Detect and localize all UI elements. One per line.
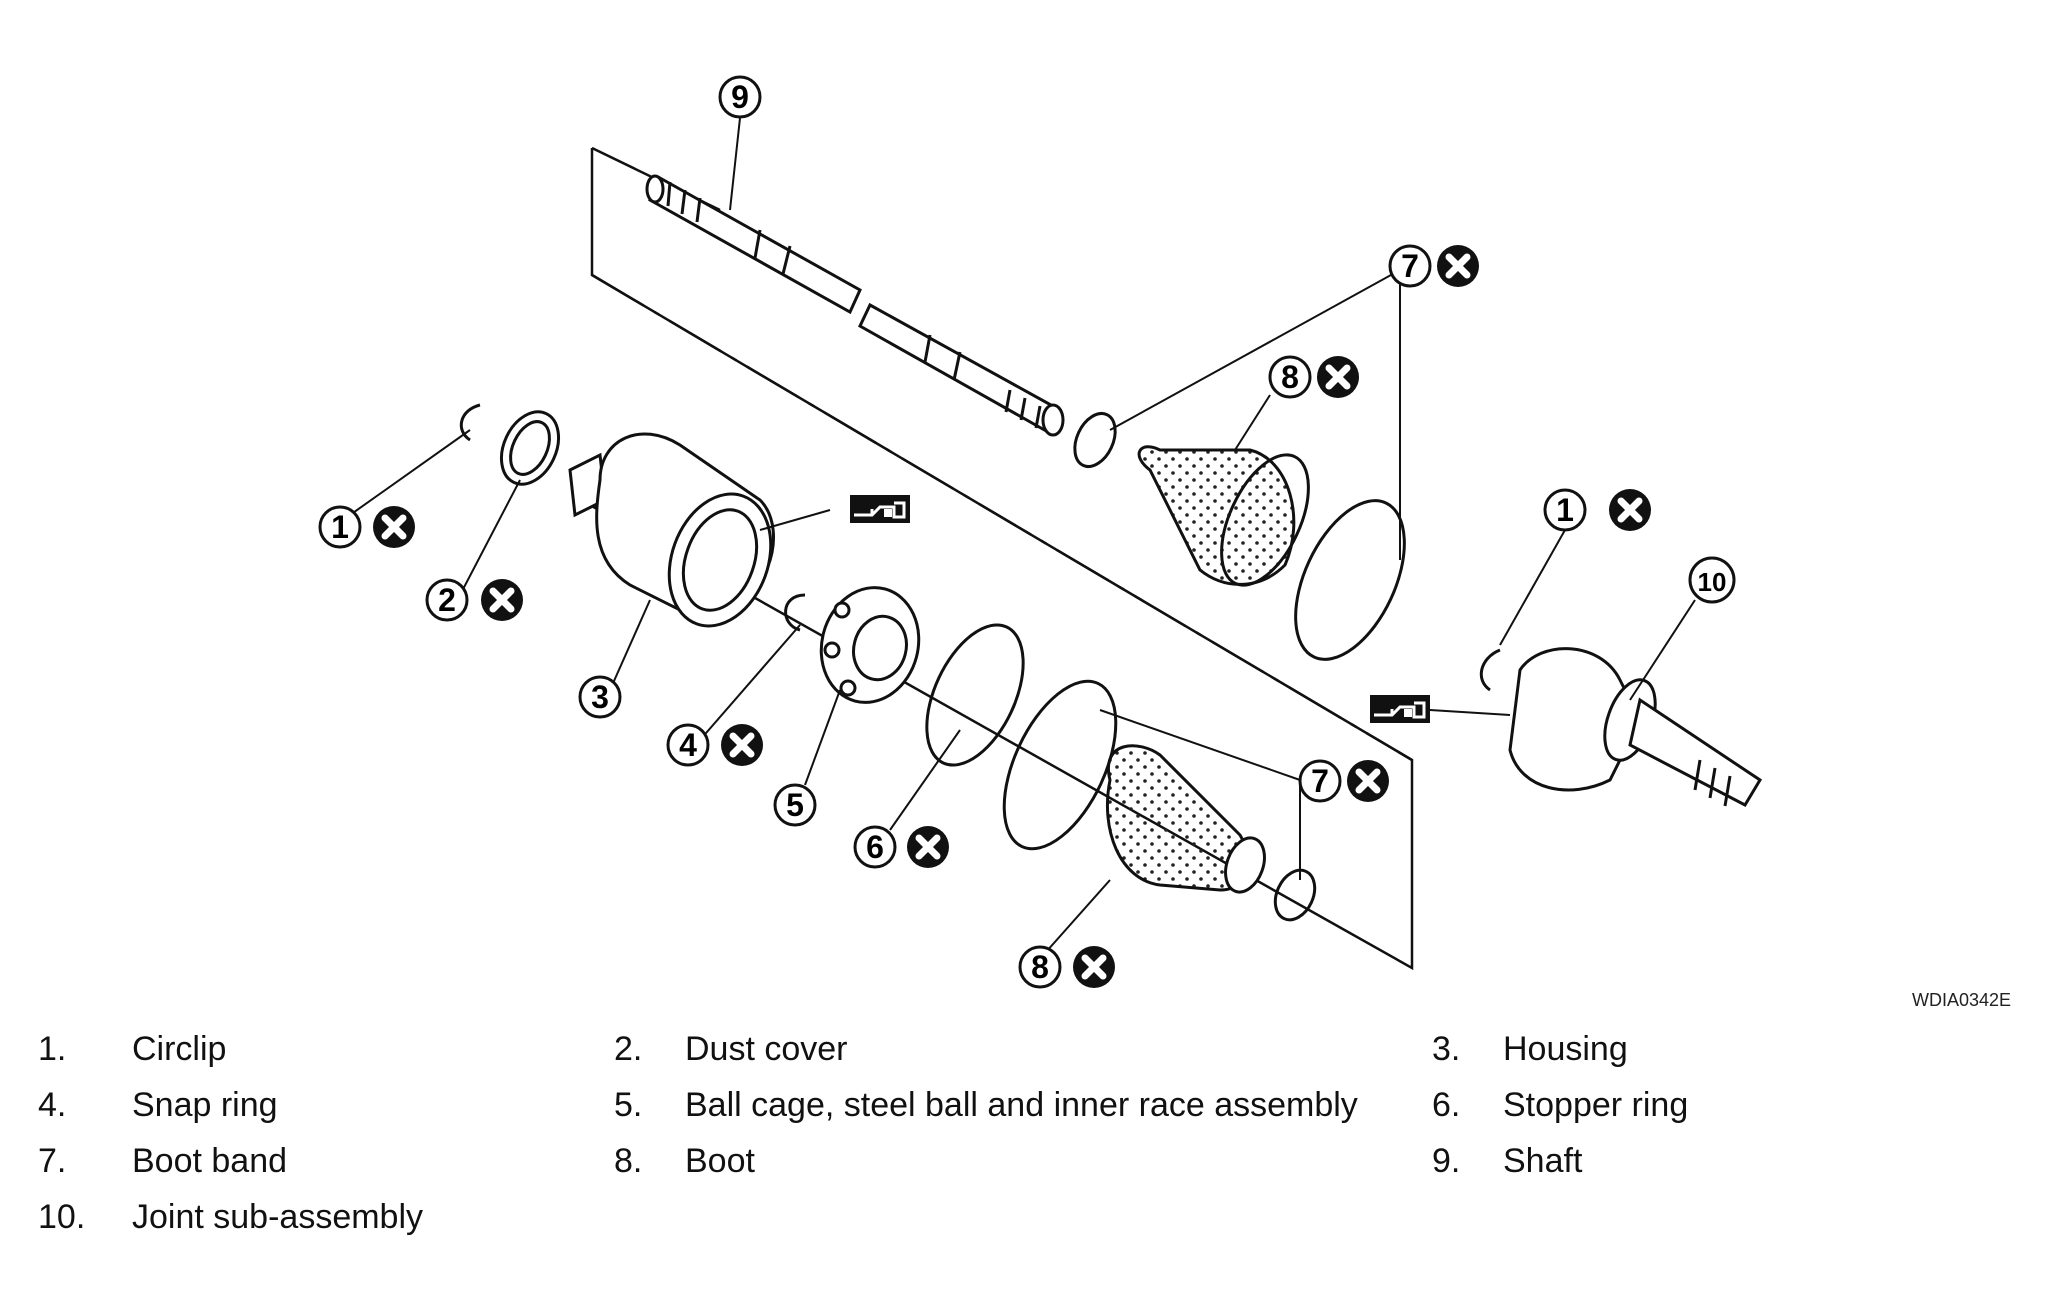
callout-9: 9 [718, 75, 762, 119]
callout-7-upper: 7 [1388, 245, 1479, 287]
grease-gun-icon [1370, 695, 1430, 723]
joint-sub-assembly [1508, 647, 1763, 807]
legend-label: Boot [685, 1142, 755, 1180]
legend-number: 10. [38, 1198, 86, 1236]
legend-number: 8. [614, 1142, 643, 1180]
boot-band-lower-large [1002, 679, 1118, 851]
callout-3: 3 [578, 675, 622, 719]
stopper-ring [925, 623, 1025, 767]
legend-label: Circlip [132, 1030, 227, 1068]
legend-number: 3. [1432, 1030, 1461, 1068]
legend-number: 2. [614, 1030, 643, 1068]
legend-row: 4. Snap ring 5. Ball cage, steel ball an… [0, 1086, 2054, 1136]
legend-number: 4. [38, 1086, 67, 1124]
boot-band-lower-small [1273, 868, 1317, 922]
legend-row: 1. Circlip 2. Dust cover 3. Housing [0, 1030, 2054, 1080]
svg-text:7: 7 [1401, 248, 1419, 284]
svg-text:5: 5 [786, 787, 804, 823]
callout-5: 5 [773, 783, 817, 827]
svg-text:8: 8 [1281, 359, 1299, 395]
legend-number: 6. [1432, 1086, 1461, 1124]
x-circle-icon [481, 579, 523, 621]
svg-text:4: 4 [679, 727, 697, 763]
svg-text:8: 8 [1031, 949, 1049, 985]
parts-legend: 1. Circlip 2. Dust cover 3. Housing 4. S… [0, 1030, 2054, 1290]
boot-band-upper-large [1294, 499, 1406, 661]
x-circle-icon [721, 724, 763, 766]
callout-2: 2 [425, 579, 523, 621]
legend-label: Dust cover [685, 1030, 848, 1068]
svg-text:10: 10 [1698, 567, 1727, 597]
legend-label: Ball cage, steel ball and inner race ass… [685, 1086, 1358, 1124]
legend-label: Shaft [1503, 1142, 1583, 1180]
snap-ring [784, 593, 806, 632]
grease-gun-icon [850, 495, 910, 523]
x-circle-icon [1347, 760, 1389, 802]
circlip-left [459, 403, 481, 442]
legend-number: 1. [38, 1030, 67, 1068]
callout-1-left: 1 [318, 506, 415, 548]
boot-upper [1137, 445, 1310, 587]
housing [568, 432, 775, 628]
ball-cage-assembly [819, 586, 921, 704]
callout-8-upper: 8 [1268, 356, 1359, 398]
callout-7-lower: 7 [1298, 760, 1389, 802]
dust-cover [499, 410, 561, 486]
svg-text:1: 1 [1556, 492, 1574, 528]
callout-6: 6 [853, 826, 949, 868]
leader-lines [349, 117, 1696, 971]
legend-label: Stopper ring [1503, 1086, 1689, 1124]
exploded-driveshaft-diagram: 9 7 8 1 2 3 4 5 6 7 [318, 75, 1763, 1000]
svg-text:9: 9 [731, 79, 749, 115]
x-circle-icon [1073, 946, 1115, 988]
legend-row: 7. Boot band 8. Boot 9. Shaft [0, 1142, 2054, 1192]
legend-number: 5. [614, 1086, 643, 1124]
legend-label: Housing [1503, 1030, 1628, 1068]
boot-lower [1105, 744, 1266, 894]
x-circle-icon [373, 506, 415, 548]
shaft [645, 174, 1065, 437]
legend-label: Snap ring [132, 1086, 278, 1124]
figure-code: WDIA0342E [1912, 990, 2012, 1010]
x-circle-icon [1609, 489, 1651, 531]
legend-row: 10. Joint sub-assembly [0, 1198, 2054, 1248]
svg-text:2: 2 [438, 582, 456, 618]
x-circle-icon [1437, 245, 1479, 287]
legend-label: Boot band [132, 1142, 288, 1180]
x-circle-icon [907, 826, 949, 868]
callout-1-right: 1 [1543, 489, 1651, 531]
svg-text:7: 7 [1311, 763, 1329, 799]
callout-8-lower: 8 [1018, 946, 1115, 988]
circlip-right [1479, 648, 1501, 692]
legend-number: 9. [1432, 1142, 1461, 1180]
svg-text:6: 6 [866, 829, 884, 865]
legend-label: Joint sub-assembly [132, 1198, 424, 1236]
svg-text:3: 3 [591, 679, 609, 715]
callout-4: 4 [666, 724, 763, 766]
boot-band-upper-small [1073, 412, 1117, 468]
callout-10: 10 [1688, 556, 1736, 604]
x-circle-icon [1317, 356, 1359, 398]
legend-number: 7. [38, 1142, 67, 1180]
svg-text:1: 1 [331, 509, 349, 545]
